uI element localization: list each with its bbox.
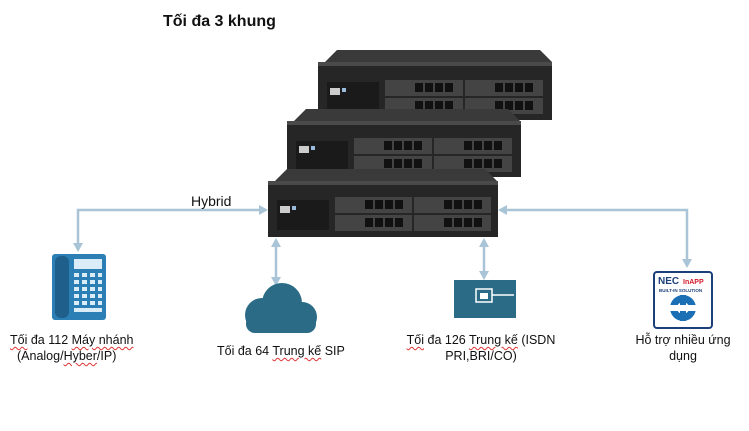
connector-apps: [504, 208, 689, 262]
arrowhead-right-end: [498, 205, 507, 215]
trk-l1a: Tối: [406, 333, 425, 347]
ext-l1a: Tối: [10, 333, 28, 347]
arrowhead-trunk-bottom: [479, 271, 489, 280]
arrowhead-trunk-top: [479, 238, 489, 247]
ext-l1c: Máy nhánh: [71, 333, 134, 347]
arrowhead-left-end: [259, 205, 268, 215]
logo-product: InAPP: [683, 279, 704, 286]
sip-label: Tối đa 64 Trung kế SIP: [217, 343, 345, 359]
trk-l1b: đa 126: [424, 333, 469, 347]
diagram-title: Tối đa 3 khung: [163, 13, 276, 30]
logo-brand: NEC: [658, 276, 679, 287]
trk-l1c: Trung kế: [468, 333, 518, 347]
ext-l2c: /IP): [96, 349, 117, 363]
sip-l1b: Trung kế: [272, 344, 322, 358]
chassis-unit-2: [287, 109, 521, 177]
arrowhead-logo: [682, 259, 692, 268]
logo-tagline: BUILT-IN SOLUTION: [659, 288, 702, 293]
connector-extensions: [76, 208, 262, 246]
trk-l2: PRI,BRI/CO): [445, 349, 517, 363]
sip-l1a: Tối đa 64: [217, 344, 273, 358]
ext-l1b: đa 112: [27, 333, 72, 347]
hybrid-label: Hybrid: [191, 193, 232, 209]
arrowhead-phone: [73, 243, 83, 252]
chassis-unit-1: [268, 169, 498, 237]
sip-l1c: SIP: [321, 344, 345, 358]
apps-label: Hỗ trợ nhiều ứng dụng: [628, 332, 738, 364]
arrowhead-sip-top: [271, 238, 281, 247]
apps-l2: dụng: [669, 349, 697, 363]
trk-l1d: (ISDN: [517, 333, 556, 347]
trunks-label: Tối đa 126 Trung kế (ISDN PRI,BRI/CO): [401, 332, 561, 364]
arrowhead-sip-bottom: [271, 277, 281, 286]
extensions-label: Tối đa 112 Máy nhánh (Analog/Hyber/IP): [10, 332, 134, 364]
apps-l1: Hỗ trợ nhiều ứng: [635, 333, 731, 347]
ext-l2a: (Analog/: [17, 349, 64, 363]
ext-l2b: Hyber: [63, 349, 97, 363]
